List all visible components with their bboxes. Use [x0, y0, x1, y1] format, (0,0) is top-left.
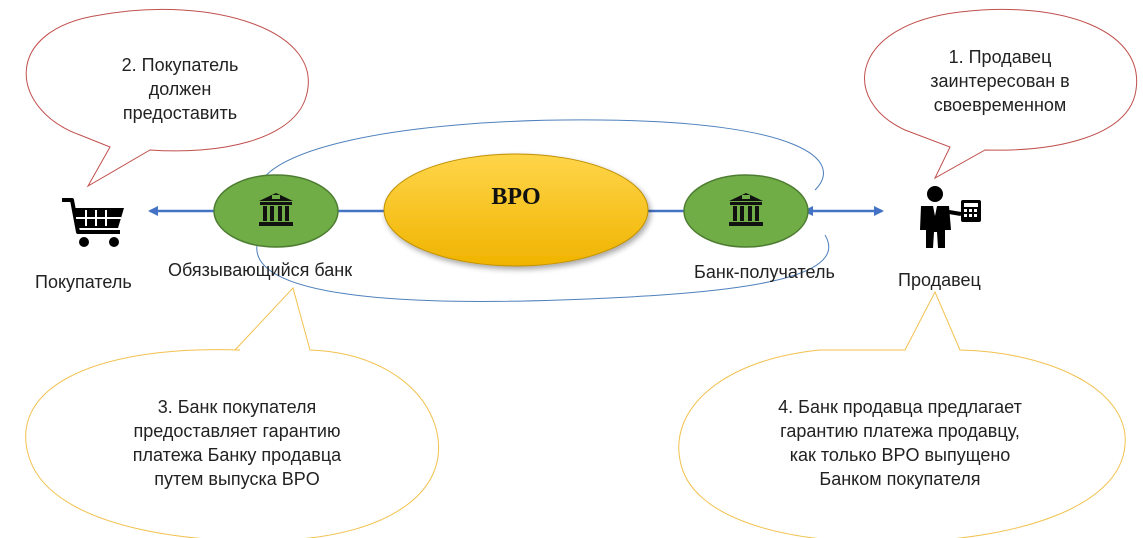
bank-building-icon: [259, 193, 293, 226]
shopping-cart-icon: [62, 198, 124, 247]
center-node: [383, 153, 649, 267]
bank-building-icon: [729, 193, 763, 226]
callout-seller-bank: [678, 290, 1126, 538]
center-title: BPO: [491, 184, 541, 210]
obligor-bank-node: [213, 174, 339, 248]
buyer-label: Покупатель: [35, 272, 132, 292]
callout-buyer: [25, 8, 309, 188]
callout-seller: [864, 8, 1138, 180]
obligor-bank-label: Обязывающийся банк: [168, 260, 353, 280]
buyer-callout-text: 2. Покупатель должен предоставить: [121, 55, 239, 123]
recipient-bank-label: Банк-получатель: [694, 262, 835, 282]
seller-label: Продавец: [898, 270, 981, 290]
buyer-bank-callout-text: 3. Банк покупателя предоставляет гаранти…: [132, 397, 342, 489]
seller-callout-text: 1. Продавец заинтересован в своевременно…: [930, 47, 1070, 115]
businessman-calculator-icon: [920, 186, 981, 248]
callout-buyer-bank: [25, 287, 440, 538]
seller-bank-callout-text: 4. Банк продавца предлагает гарантию пла…: [778, 397, 1022, 489]
orbit-ring: [256, 119, 830, 302]
recipient-bank-node: [683, 174, 809, 248]
